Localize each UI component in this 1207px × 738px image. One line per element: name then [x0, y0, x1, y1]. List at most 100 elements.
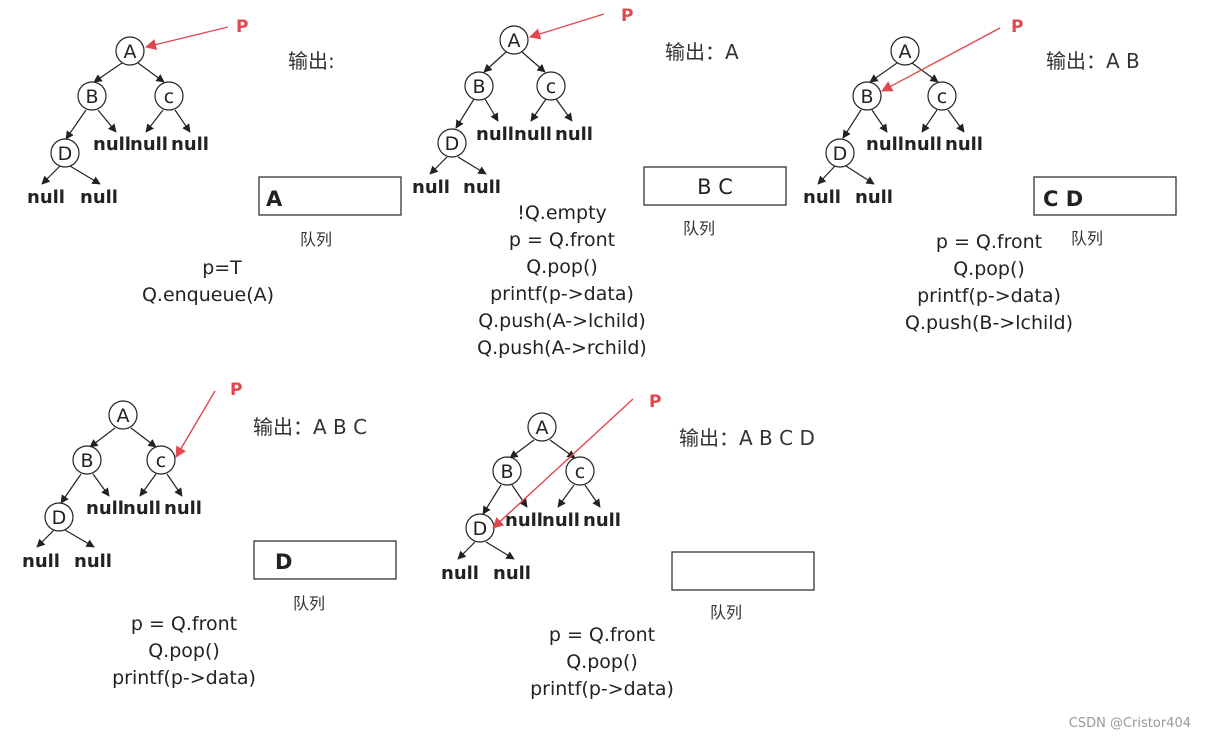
queue-box [258, 176, 402, 216]
code-line: p = Q.front [549, 624, 655, 646]
tree-node-A-label: A [899, 41, 912, 63]
tree-node-D [50, 138, 80, 168]
tree-node-c [146, 445, 176, 475]
queue-content: A [266, 187, 283, 211]
null-label: null [514, 124, 552, 145]
queue-caption: 队列 [1071, 229, 1103, 248]
tree-node-B-label: B [472, 76, 485, 98]
pointer-label: P [1011, 17, 1023, 37]
null-label: null [505, 510, 543, 531]
tree-node-D [437, 128, 467, 158]
null-label: null [463, 177, 501, 198]
tree-node-c-label: c [546, 76, 556, 98]
tree-node-B-label: B [85, 86, 98, 108]
pointer-label: P [649, 392, 661, 412]
output-text: 输出：A B C [253, 415, 367, 439]
step-1: A B c D null null null null null P 输出: A… [27, 17, 402, 306]
code-line: Q.pop() [526, 256, 598, 278]
pointer-arrow [528, 13, 605, 40]
tree-node-D-label: D [833, 143, 848, 165]
tree-1: A B c D null null null null null [27, 36, 209, 208]
tree-node-A [499, 25, 529, 55]
null-label: null [493, 563, 531, 584]
tree-node-B [852, 81, 882, 111]
tree-node-c [536, 71, 566, 101]
tree-4: A B c D null null null null null [22, 400, 202, 572]
code-line: p = Q.front [509, 229, 615, 251]
output-text: 输出：A B C D [679, 426, 815, 450]
null-label: null [412, 177, 450, 198]
queue-caption: 队列 [683, 219, 715, 238]
tree-node-c-label: c [937, 86, 947, 108]
null-label: null [476, 124, 514, 145]
tree-2: A B c D null null null null null [412, 25, 593, 198]
code-line: Q.pop() [566, 651, 638, 673]
tree-node-A-label: A [508, 30, 521, 52]
pointer-label: P [621, 6, 633, 26]
watermark: CSDN @Cristor404 [1069, 716, 1191, 731]
null-label: null [904, 134, 942, 155]
queue-caption: 队列 [300, 230, 332, 249]
null-label: null [855, 187, 893, 208]
tree-node-B-label: B [500, 461, 513, 483]
step-2: A B c D null null null null null P 输出：A … [412, 6, 787, 359]
tree-node-D-label: D [445, 133, 460, 155]
null-label: null [27, 187, 65, 208]
tree-node-B-label: B [860, 86, 873, 108]
tree-node-A [527, 412, 557, 442]
null-label: null [80, 187, 118, 208]
pointer-label: P [236, 17, 248, 37]
tree-node-c-label: c [164, 86, 174, 108]
queue-box [671, 551, 815, 591]
tree-node-D-label: D [473, 518, 488, 540]
code-line: Q.pop() [148, 640, 220, 662]
tree-node-A [890, 36, 920, 66]
code-line: Q.push(A->rchild) [477, 337, 647, 359]
null-label: null [555, 124, 593, 145]
null-label: null [441, 563, 479, 584]
null-label: null [803, 187, 841, 208]
null-label: null [164, 498, 202, 519]
code-line: Q.enqueue(A) [142, 284, 274, 306]
step-4: A B c D null null null null null P 输出：A … [22, 380, 397, 689]
tree-node-c-label: c [156, 450, 166, 472]
output-text: 输出：A B [1046, 49, 1140, 73]
code-line: printf(p->data) [530, 678, 674, 700]
pointer-label: P [230, 380, 242, 400]
queue-caption: 队列 [710, 603, 742, 622]
pointer-arrow [881, 27, 1001, 92]
queue-box [253, 540, 397, 580]
queue-content: B C [697, 175, 733, 199]
code-line: Q.push(A->lchild) [478, 310, 646, 332]
tree-node-B [77, 81, 107, 111]
tree-node-B [72, 445, 102, 475]
pointer-arrow [144, 26, 229, 51]
tree-3: A B c D null null null null null [803, 36, 983, 208]
tree-node-D-label: D [52, 507, 67, 529]
code-line: p = Q.front [131, 613, 237, 635]
null-label: null [22, 551, 60, 572]
null-label: null [74, 551, 112, 572]
tree-node-c [565, 456, 595, 486]
tree-node-c-label: c [575, 461, 585, 483]
output-text: 输出: [288, 49, 335, 73]
tree-node-D [44, 502, 74, 532]
pointer-arrow [175, 390, 216, 458]
tree-node-c [927, 81, 957, 111]
code-line: p=T [202, 257, 242, 279]
tree-node-B-label: B [80, 450, 93, 472]
code-line: printf(p->data) [112, 667, 256, 689]
tree-node-A-label: A [536, 417, 549, 439]
code-line: printf(p->data) [917, 285, 1061, 307]
null-label: null [130, 134, 168, 155]
null-label: null [542, 510, 580, 531]
code-line: printf(p->data) [490, 283, 634, 305]
null-label: null [866, 134, 904, 155]
queue-caption: 队列 [293, 594, 325, 613]
queue-box [643, 166, 787, 206]
step-5: A B c D null null null null null P 输出：A … [441, 392, 815, 700]
code-line: !Q.empty [517, 202, 607, 224]
step-3: A B c D null null null null null P 输出：A … [803, 17, 1177, 334]
tree-node-A-label: A [117, 405, 130, 427]
